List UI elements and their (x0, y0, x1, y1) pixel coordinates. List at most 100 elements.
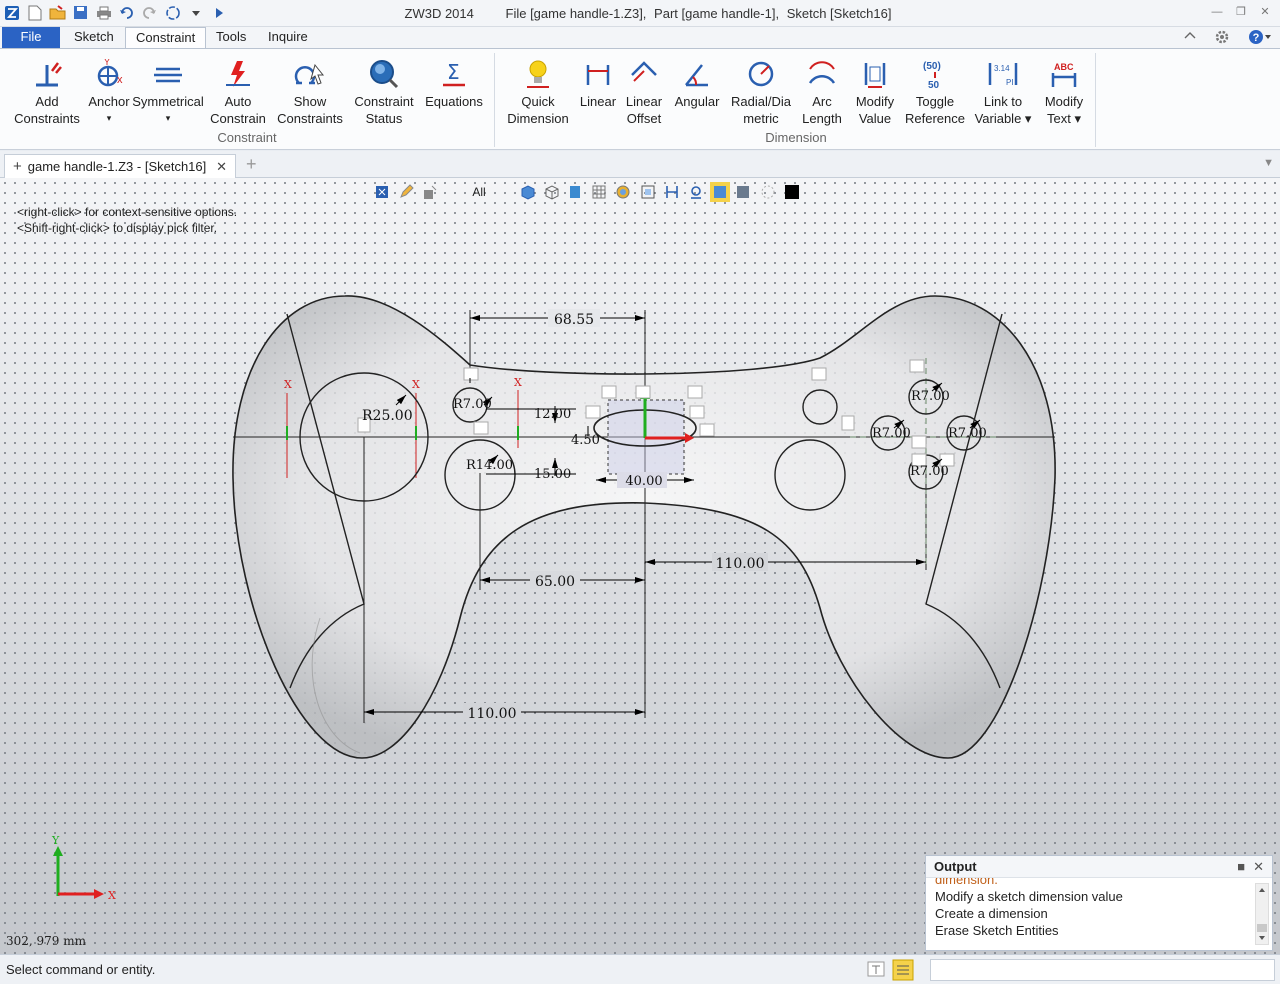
sketch-name: Sketch [Sketch16] (786, 6, 892, 21)
app-logo-icon[interactable] (2, 3, 21, 22)
dim-40[interactable]: 40.00 (625, 474, 662, 489)
close-panel-icon[interactable]: ✕ (1253, 858, 1264, 874)
dim-r7-right-btn[interactable]: R7.00 (948, 426, 987, 441)
output-line: dimension. (935, 878, 998, 887)
open-folder-icon[interactable] (48, 3, 67, 22)
symmetrical-button[interactable]: Symmetrical▾ (132, 55, 204, 127)
dim-r25[interactable]: R25.00 (362, 408, 413, 424)
sketch-canvas[interactable]: X X X (0, 178, 1280, 954)
background-icon[interactable] (758, 182, 778, 202)
axis-x-label: X (108, 889, 116, 902)
close-icon[interactable]: ✕ (1260, 6, 1270, 18)
pencil-icon[interactable] (396, 182, 416, 202)
redo-icon[interactable] (140, 3, 159, 22)
shaded-cube-icon[interactable] (518, 182, 538, 202)
add-constraints-icon (36, 62, 62, 87)
tab-sketch[interactable]: Sketch (74, 29, 114, 44)
status-message: Select command or entity. (6, 962, 156, 977)
status-bar: Select command or entity. (0, 954, 1280, 984)
document-tab[interactable]: + game handle-1.Z3 - [Sketch16] ✕ (4, 154, 236, 178)
settings-gear-icon[interactable] (1214, 29, 1230, 48)
collapse-ribbon-icon[interactable] (1184, 29, 1196, 48)
equations-button[interactable]: Σ Equations (425, 60, 483, 109)
linear-dimension-button[interactable]: Linear (577, 55, 619, 110)
render-mode-icon[interactable] (614, 182, 634, 202)
tab-inquire[interactable]: Inquire (268, 29, 308, 44)
angular-dimension-button[interactable]: Angular (671, 55, 723, 110)
dim-r7-top[interactable]: R7.00 (911, 389, 950, 404)
tab-list-icon[interactable]: ▼ (1263, 157, 1274, 169)
pick-filter-icon[interactable] (372, 182, 392, 202)
print-icon[interactable] (94, 3, 113, 22)
list-view-icon[interactable] (892, 959, 914, 984)
wireframe-cube-icon[interactable] (542, 182, 562, 202)
new-tab-icon[interactable]: + (246, 154, 257, 174)
dim-15[interactable]: 15.00 (534, 467, 571, 482)
dim-r7-left[interactable]: R7.00 (453, 397, 492, 412)
tab-tools[interactable]: Tools (216, 29, 247, 44)
qat-dropdown-icon[interactable] (186, 3, 205, 22)
dim-r14[interactable]: R14.00 (466, 458, 513, 473)
dim-65[interactable]: 65.00 (535, 574, 575, 590)
tab-file[interactable]: File (2, 27, 60, 48)
pin-panel-icon[interactable]: ■ (1237, 858, 1246, 874)
command-input[interactable] (930, 959, 1275, 981)
dim-r7-bottom-btn[interactable]: R7.00 (910, 464, 949, 479)
dim-110-right[interactable]: 110.00 (716, 556, 765, 572)
highlight-toggle-icon[interactable] (710, 182, 730, 202)
grid-icon[interactable] (590, 182, 610, 202)
help-icon[interactable]: ? (1248, 29, 1272, 48)
graphics-viewport[interactable]: All <right-click> for context-sensitive … (0, 178, 1280, 954)
svg-text:X: X (412, 378, 420, 391)
constraint-status-icon (370, 60, 399, 89)
close-tab-icon[interactable]: ✕ (216, 158, 227, 174)
constraint-group-label: Constraint (217, 130, 277, 145)
dim-110-bottom[interactable]: 110.00 (468, 706, 517, 722)
ribbon-right-controls: ? (1184, 29, 1272, 48)
status-icons (866, 959, 914, 984)
output-scrollbar[interactable] (1255, 883, 1269, 945)
input-mode-icon[interactable] (866, 959, 886, 984)
new-file-icon[interactable] (25, 3, 44, 22)
button-circle-left (870, 415, 906, 451)
modify-value-icon (864, 63, 886, 88)
dim-12[interactable]: 12.00 (534, 407, 571, 422)
filter-select[interactable]: All (472, 185, 486, 199)
zoom-window-icon[interactable] (638, 182, 658, 202)
filter-funnel-icon[interactable] (420, 182, 440, 202)
undo-icon[interactable] (117, 3, 136, 22)
view-plane-icon[interactable] (566, 182, 586, 202)
color-swatch-icon[interactable] (782, 182, 802, 202)
dimension-display-icon[interactable] (662, 182, 682, 202)
snap-icon[interactable] (686, 182, 706, 202)
constraint-tags (357, 359, 955, 467)
repeat-command-icon[interactable] (163, 3, 182, 22)
linear-offset-icon (631, 61, 657, 82)
run-arrow-icon[interactable] (209, 3, 228, 22)
display-style-icon[interactable] (734, 182, 754, 202)
small-circle-right (802, 389, 838, 425)
linear-dimension-icon (586, 65, 610, 85)
save-icon[interactable] (71, 3, 90, 22)
dim-top-width[interactable]: 68.55 (554, 312, 594, 328)
minimize-icon[interactable]: — (1211, 6, 1223, 18)
dim-4[interactable]: 4.50 (571, 433, 600, 448)
dim-r7-left-btn[interactable]: R7.00 (872, 426, 911, 441)
controller-outline (232, 295, 1056, 759)
tab-constraint[interactable]: Constraint (125, 27, 207, 49)
restore-icon[interactable]: ❐ (1236, 6, 1246, 18)
dimension-group-label: Dimension (765, 130, 827, 145)
